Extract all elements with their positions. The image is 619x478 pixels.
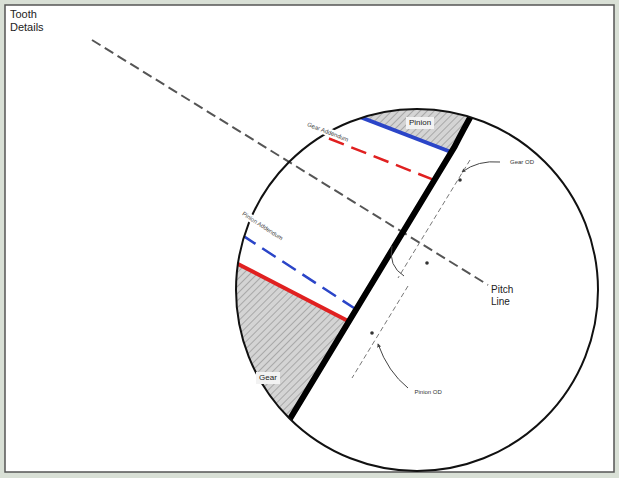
region-name: Gear: [259, 373, 277, 383]
pinion-addendum-line: [222, 222, 354, 308]
detail-circle: [236, 109, 598, 471]
marker-dot: [458, 178, 462, 182]
region-name: Pinion: [409, 118, 431, 128]
dimension-label: Pinion OD: [414, 388, 443, 396]
dimension-label: Gear OD: [509, 158, 535, 166]
diagram-title: Tooth Details: [10, 8, 62, 34]
gear-region: [190, 252, 350, 432]
dimension-line: [352, 286, 408, 378]
tooth-profile: [282, 100, 480, 432]
pinion-region: [280, 60, 480, 152]
leader-line: [462, 162, 500, 172]
marker-dot: [425, 261, 429, 265]
marker-dot: [370, 331, 374, 335]
leader-line: [378, 344, 408, 388]
region-label-box: Gear: [256, 372, 280, 384]
frame: [5, 5, 614, 472]
angle-arc: [391, 246, 404, 276]
region-label-box: Pinion: [406, 117, 434, 129]
line-label: Pitch Line: [490, 284, 522, 308]
pinion-root-line: [290, 90, 451, 152]
dimension-line: [398, 160, 470, 278]
pitch-line: [92, 40, 488, 285]
